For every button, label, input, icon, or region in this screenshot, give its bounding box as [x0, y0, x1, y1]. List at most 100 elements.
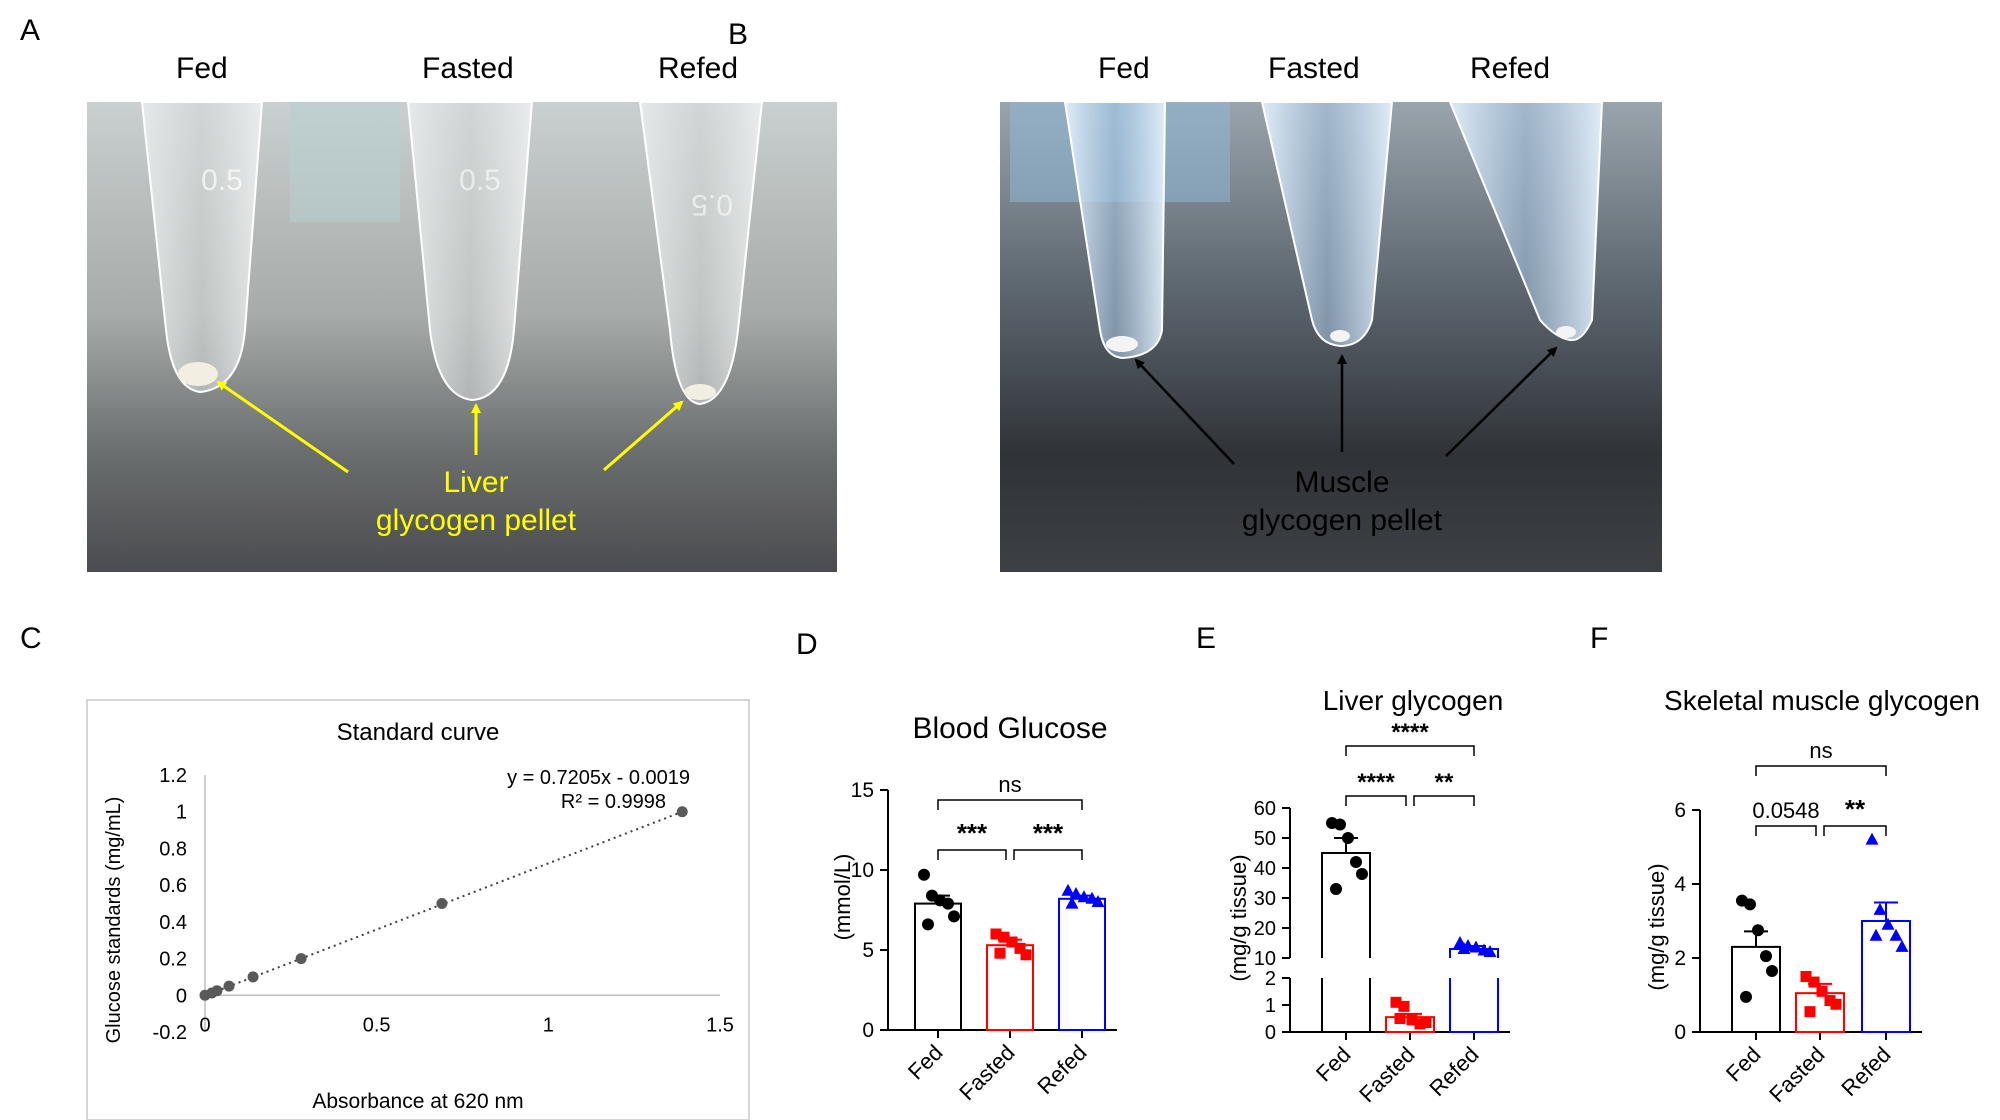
chart-e-ytick-label: 30 — [1254, 888, 1276, 910]
chart-d-category-label: Refed — [1032, 1040, 1091, 1099]
chart-e-data-point — [1406, 1014, 1418, 1026]
chart-e-data-point — [1350, 856, 1362, 868]
chart-e-ytick-label: 2 — [1265, 968, 1276, 990]
chart-f-data-point — [1816, 985, 1828, 997]
muscle-pellet-fed — [1106, 336, 1138, 352]
chart-f-ytick-label: 2 — [1674, 947, 1686, 970]
chart-c-xtick-label: 1.5 — [706, 1014, 734, 1036]
chart-c-title: Standard curve — [337, 719, 500, 746]
photo-b-label-refed: Refed — [1470, 52, 1551, 85]
chart-d-data-point — [1020, 949, 1032, 961]
chart-f-ylabel: (mg/g tissue) — [1644, 863, 1669, 990]
chart-c-point — [247, 971, 259, 983]
liver-arrow-refed — [603, 400, 684, 472]
chart-f-data-point — [1869, 928, 1883, 941]
muscle-annotation-line1: Muscle — [1294, 466, 1389, 499]
photo-b-label-fasted: Fasted — [1268, 52, 1360, 85]
liver-tube-fed — [140, 101, 264, 394]
chart-c-standard-curve: Standard curve y = 0.7205x - 0.0019 R² =… — [86, 699, 750, 1120]
chart-e-data-point — [1420, 1017, 1432, 1029]
chart-e-data-point — [1342, 832, 1354, 844]
chart-f-data-point — [1744, 898, 1756, 911]
chart-c-ytick-label: 0.8 — [159, 838, 187, 860]
chart-d-data-point — [1077, 890, 1091, 903]
chart-d-bar — [914, 902, 962, 1031]
chart-d-data-point — [1014, 942, 1026, 954]
muscle-annotation-line2: glycogen pellet — [1242, 504, 1443, 537]
liver-tube-fed-mark: 0.5 — [201, 164, 243, 197]
chart-f-bar — [1861, 920, 1911, 1033]
chart-e-bar-lower — [1321, 978, 1371, 1033]
chart-d-data-point — [1006, 936, 1018, 948]
chart-e-significance-bracket — [1345, 745, 1475, 756]
liver-annotation-line2: glycogen pellet — [376, 504, 577, 537]
liver-annotation-line1: Liver — [443, 466, 508, 499]
muscle-arrow-refed — [1445, 346, 1558, 457]
chart-d-category-label: Fed — [903, 1040, 947, 1084]
chart-d-data-point — [1065, 896, 1079, 909]
chart-e-title: Liver glycogen — [1323, 685, 1504, 716]
liver-tube-refed — [638, 101, 764, 406]
chart-e-ytick-label: 40 — [1254, 858, 1276, 880]
chart-c-ytick-label: 0.2 — [159, 949, 187, 971]
liver-arrow-fed — [216, 380, 349, 474]
chart-e-category-label: Fasted — [1354, 1042, 1419, 1107]
chart-c-point — [211, 985, 223, 997]
photo-a-label-fasted: Fasted — [422, 52, 514, 85]
chart-d-data-point — [1061, 883, 1075, 896]
muscle-pellet-fasted — [1330, 330, 1350, 342]
chart-f-skeletal-muscle-glycogen: Skeletal muscle glycogen (mg/g tissue) 0… — [1644, 685, 1980, 1107]
chart-d-ytick-label: 0 — [862, 1019, 874, 1042]
chart-d-data-point — [942, 897, 954, 910]
chart-e-significance-bracket — [1413, 795, 1475, 806]
chart-d-data-point — [948, 910, 960, 923]
chart-e-significance-label: **** — [1391, 719, 1429, 746]
panel-letter-c: C — [20, 622, 42, 655]
chart-c-point — [436, 898, 448, 909]
chart-e-ytick-label: 1 — [1265, 995, 1276, 1017]
chart-e-ytick-label: 10 — [1254, 948, 1276, 970]
chart-c-xtick-label: 0.5 — [363, 1014, 391, 1036]
chart-c-point — [676, 806, 688, 818]
chart-d-significance-label: *** — [957, 818, 988, 848]
muscle-pellet-refed — [1556, 326, 1576, 338]
liver-tube-refed-mark: 0.5 — [691, 188, 733, 221]
chart-d-ytick-label: 10 — [851, 859, 874, 882]
chart-c-ytick-label: 1.2 — [159, 765, 187, 787]
chart-e-category-label: Fed — [1311, 1042, 1355, 1086]
chart-f-data-point — [1760, 950, 1772, 963]
chart-c-xtick-label: 1 — [543, 1014, 554, 1036]
chart-c-point — [295, 953, 307, 965]
chart-d-data-point — [918, 868, 930, 881]
chart-f-title: Skeletal muscle glycogen — [1664, 685, 1980, 716]
chart-e-ytick-label: 50 — [1254, 828, 1276, 850]
chart-f-data-point — [1808, 976, 1820, 988]
chart-c-ytick-label: 0.6 — [159, 875, 187, 897]
chart-d-data-point — [994, 947, 1006, 959]
chart-c-ytick-label: 0 — [176, 985, 187, 1007]
chart-f-significance-label: ns — [1809, 738, 1832, 763]
chart-f-ytick-label: 6 — [1674, 799, 1686, 822]
chart-e-data-point — [1483, 945, 1497, 957]
chart-f-data-point — [1752, 924, 1764, 937]
panel-letter-e: E — [1196, 622, 1217, 655]
chart-f-significance-bracket — [1755, 825, 1817, 836]
chart-c-ylabel: Glucose standards (mg/mL) — [103, 797, 125, 1044]
chart-c-ytick-label: 0.4 — [159, 912, 187, 934]
panel-letter-b: B — [728, 18, 749, 51]
chart-e-data-point — [1414, 1018, 1426, 1030]
chart-d-significance-label: *** — [1033, 818, 1064, 848]
chart-f-category-label: Fasted — [1764, 1042, 1829, 1107]
muscle-tube-refed — [1448, 101, 1604, 342]
photo-a-background-object — [290, 102, 400, 222]
chart-f-data-point — [1800, 971, 1812, 982]
photo-b: Muscle glycogen pellet — [1000, 101, 1662, 572]
chart-d-significance-label: ns — [998, 772, 1021, 797]
chart-c-frame — [86, 699, 750, 1120]
chart-d-ytick-label: 5 — [862, 939, 874, 962]
panel-letter-f: F — [1590, 622, 1609, 655]
chart-d-title: Blood Glucose — [912, 712, 1107, 745]
chart-c-point — [223, 980, 235, 992]
